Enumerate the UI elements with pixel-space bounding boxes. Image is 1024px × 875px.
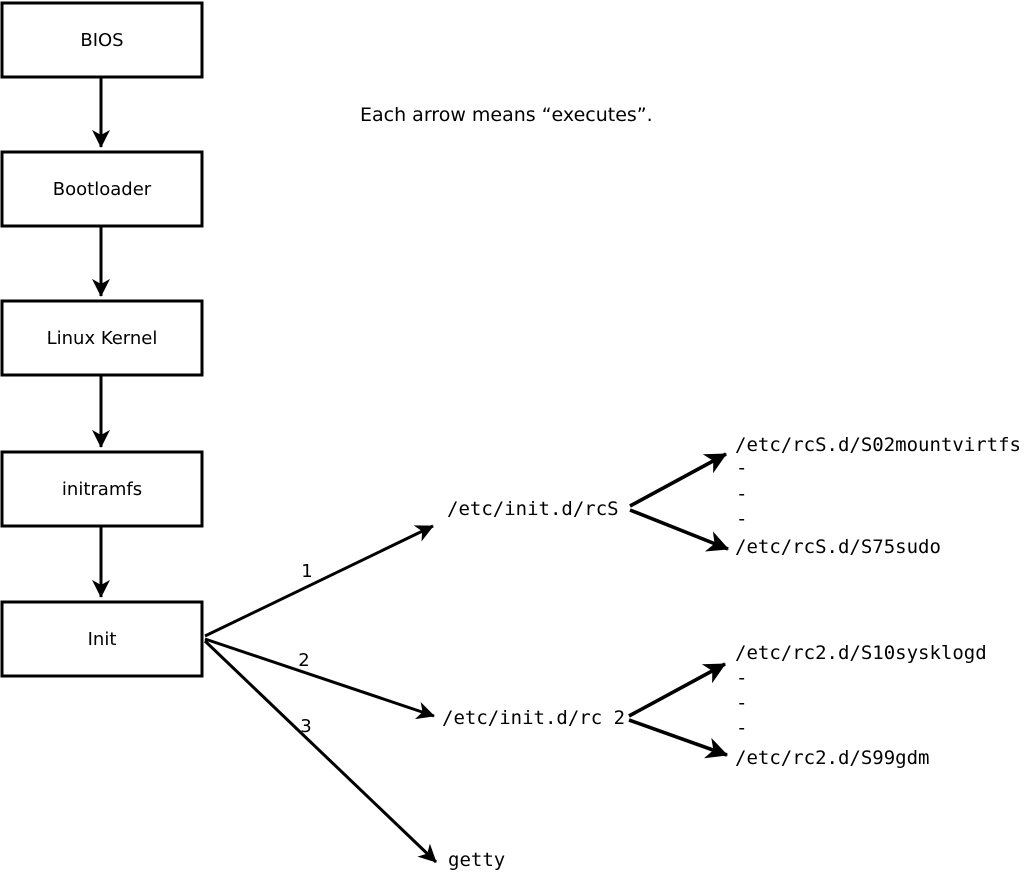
rcs-ellipsis-dash-1: - (736, 457, 747, 479)
rcs-script-bottom-label: /etc/rcS.d/S75sudo (735, 536, 941, 558)
arrow-init-to-getty (203, 639, 438, 864)
arrow-rc2-to-s99gdm (628, 718, 729, 759)
node-initramfs-label: initramfs (62, 479, 142, 500)
node-bios-box (0, 1, 204, 79)
rc2-ellipsis-dash-3: - (736, 717, 747, 739)
branch-3-number: 3 (300, 716, 311, 737)
rc2-ellipsis-dash-1: - (736, 667, 747, 689)
node-linux-kernel-box (0, 299, 204, 377)
node-linux-kernel: Linux Kernel (0, 299, 204, 377)
arrow-rcs-to-s02mountvirtfs (629, 452, 727, 508)
arrow-rc2-to-s10sysklogd (628, 662, 726, 718)
rc2-ellipsis-dash-2: - (736, 692, 747, 714)
rcs-ellipsis-dash-3: - (736, 508, 747, 530)
branch-2-number: 2 (298, 650, 309, 671)
node-bootloader-label: Bootloader (53, 179, 152, 200)
node-init-box (0, 600, 204, 678)
node-init: Init (0, 600, 204, 678)
rcs-script-top-label: /etc/rcS.d/S02mountvirtfs (735, 434, 1021, 456)
rc2-script-top-label: /etc/rc2.d/S10sysklogd (735, 642, 987, 664)
node-bootloader: Bootloader (0, 150, 204, 228)
node-initramfs: initramfs (0, 450, 204, 528)
node-init-label: Init (88, 629, 117, 650)
node-rcs-label: /etc/init.d/rcS (447, 498, 619, 520)
node-initramfs-box (0, 450, 204, 528)
node-bios: BIOS (0, 1, 204, 79)
rcs-ellipsis-dash-2: - (736, 483, 747, 505)
node-rc2-label: /etc/init.d/rc 2 (442, 707, 625, 729)
annotation-text: Each arrow means “executes”. (360, 104, 653, 126)
node-bootloader-box (0, 150, 204, 228)
branch-1-number: 1 (301, 561, 312, 582)
rcs-script-fan: /etc/rcS.d/S02mountvirtfs - - - /etc/rcS… (629, 434, 1021, 558)
arrow-rcs-to-s75sudo (629, 508, 730, 552)
rc2-script-bottom-label: /etc/rc2.d/S99gdm (735, 747, 929, 769)
node-bios-label: BIOS (80, 30, 123, 51)
rc2-script-fan: /etc/rc2.d/S10sysklogd - - - /etc/rc2.d/… (628, 642, 987, 769)
node-getty-label: getty (448, 849, 505, 871)
node-linux-kernel-label: Linux Kernel (47, 328, 158, 349)
arrow-init-to-rcs (204, 524, 434, 638)
arrow-init-to-rc2 (204, 637, 435, 720)
